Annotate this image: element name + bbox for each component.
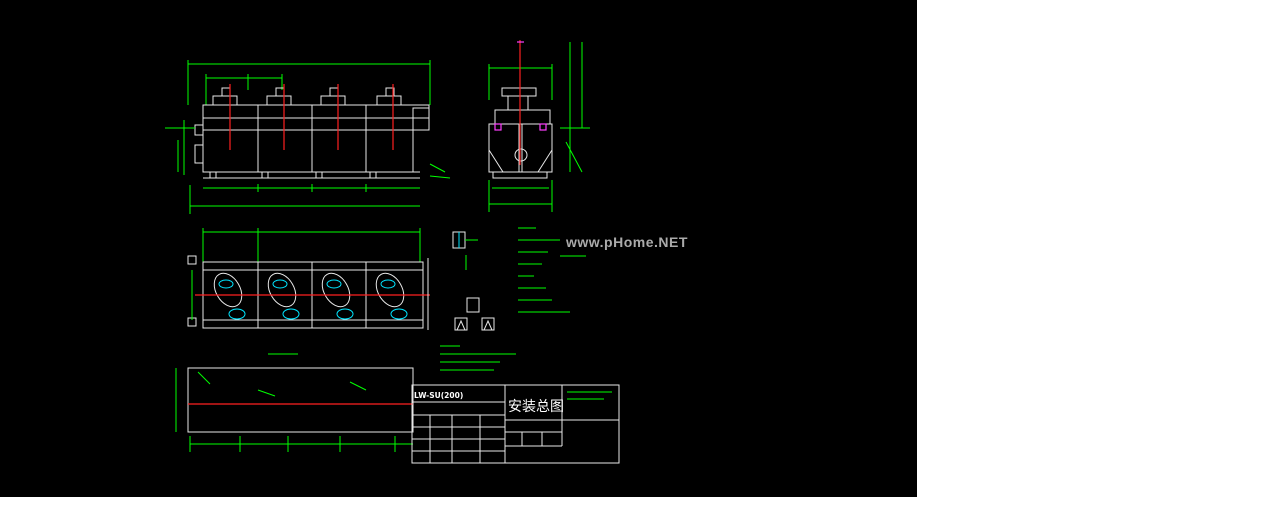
technical-spec-notes <box>518 227 586 313</box>
cad-drawing: LW-SU(200) 安装总图 <box>165 40 620 464</box>
front-elevation-view <box>165 60 451 214</box>
plan-view <box>187 228 430 330</box>
watermark: www.pHome.NET <box>566 234 688 250</box>
drawing-title: 安装总图 <box>508 399 564 415</box>
part-code-label: LW-SU(200) <box>414 391 463 400</box>
side-elevation-view <box>488 40 590 212</box>
foundation-plan-view <box>175 353 414 452</box>
installation-notes <box>440 345 516 371</box>
impeller-cells <box>213 272 408 320</box>
title-block: LW-SU(200) 安装总图 <box>411 384 620 464</box>
cad-drawing-canvas: LW-SU(200) 安装总图 <box>0 0 917 497</box>
detail-symbols <box>452 231 495 331</box>
